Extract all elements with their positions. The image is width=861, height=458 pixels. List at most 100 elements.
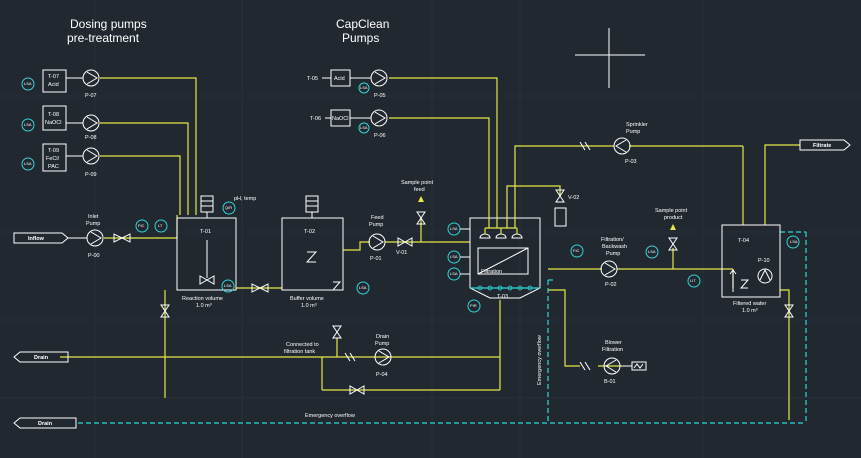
instrument-fic-inflow: FIC <box>135 219 149 233</box>
tank-t08-id: T-08 <box>48 112 59 118</box>
valve-t04-drain-icon <box>784 304 794 318</box>
dosing-header-line1: Dosing pumps <box>70 17 147 31</box>
tank-t09: T-09 FeCl/ PAC <box>42 143 67 172</box>
pump-p10: P-10 <box>757 258 773 284</box>
instrument-tag: QIR <box>225 205 232 210</box>
overflow-lines <box>78 231 807 424</box>
pump-p00-name2: Pump <box>86 221 100 227</box>
tank-t09-name1: FeCl/ <box>46 156 60 162</box>
instrument-tag: LSA <box>450 254 458 259</box>
filtrate-arrow: Filtrate <box>799 139 851 151</box>
instrument-tag: LT <box>158 223 163 228</box>
tank-t02-vol1: Buffer volume <box>290 296 324 302</box>
pump-p02-name2: Backwash <box>602 244 627 250</box>
level-switch-t02-icon <box>305 195 319 218</box>
pump-p01-label: P-01 <box>370 256 382 262</box>
valve-v01-icon: V-01 <box>396 237 413 256</box>
connected-line1: Connected to <box>286 342 319 348</box>
blower-b01-name1: Blower <box>605 340 622 346</box>
instrument-tag: PIR <box>470 303 477 308</box>
check-valve-sprinkler-icon <box>579 141 591 151</box>
tank-t08: T-08 NaOCl <box>42 105 67 131</box>
pump-p03-label: P-03 <box>625 159 637 165</box>
instrument-tag: LSA <box>450 271 458 276</box>
pump-p07: P-07 <box>82 69 100 99</box>
pump-p02-name1: Filtration/ <box>601 237 624 243</box>
pump-p01-name1: Feed <box>371 215 384 221</box>
tank-t02-id: T-02 <box>304 229 315 235</box>
pump-p04: Drain Pump P-04 <box>374 334 392 378</box>
instrument-lsa-t02: LSA <box>356 281 370 295</box>
instrument-tag: LSA <box>224 283 232 288</box>
tank-t06-id: T-06 <box>310 116 321 122</box>
instrument-lsa-t03-a: LSA <box>447 222 461 236</box>
tank-t06-name: NaOCl <box>332 116 349 122</box>
pump-p09: P-09 <box>82 147 100 178</box>
valve-v02-label: V-02 <box>568 195 579 201</box>
connected-line2: filtration tank <box>284 349 315 355</box>
tank-t05: Acid <box>330 69 351 87</box>
capclean-header-line1: CapClean <box>336 17 389 31</box>
tank-t04-id: T-04 <box>738 238 749 244</box>
pump-p04-label: P-04 <box>376 372 388 378</box>
pump-p01: Feed Pump P-01 <box>368 215 386 262</box>
instrument-lsa-t01: LSA <box>221 279 235 293</box>
instrument-qir-t01: QIR <box>222 201 236 215</box>
pump-p05-label: P-05 <box>374 93 386 99</box>
instrument-lsa-t08: LSA <box>21 118 35 132</box>
valve-p04-lower-icon <box>349 385 365 395</box>
inflow-label: Inflow <box>28 236 45 242</box>
tank-t07: T-07 Acid <box>42 69 67 93</box>
inflow-arrow: Inflow <box>13 232 69 244</box>
pump-p10-label: P-10 <box>758 258 770 264</box>
tank-t09-name2: PAC <box>48 164 59 170</box>
mixer-motor-t01-icon <box>200 195 214 218</box>
instrument-tag: LSA <box>359 285 367 290</box>
tank-t07-id: T-07 <box>48 74 59 80</box>
pump-p08: P-08 <box>82 114 100 141</box>
drain-label-lower: Drain <box>38 421 53 427</box>
sample-feed-line1: Sample point <box>401 180 434 186</box>
pump-p00-name1: Inlet <box>88 214 99 220</box>
pump-p08-label: P-08 <box>85 135 97 141</box>
sample-point-product: Sample point product <box>655 208 688 251</box>
instrument-lit-t04: LSA <box>786 235 800 249</box>
tank-t01: T-01 Reaction volume 1.0 m³ <box>176 217 237 309</box>
sample-product-line2: product <box>664 215 683 221</box>
valve-t01-drain-icon <box>160 304 170 318</box>
valve-inflow-icon <box>113 233 131 243</box>
pump-p03-name2: Pump <box>626 129 640 135</box>
ph-temp-label: pH, temp <box>234 196 256 202</box>
connected-note: Connected to filtration tank <box>284 342 319 355</box>
tank-t02: T-02 Buffer volume 1.0 m³ <box>281 217 344 309</box>
instrument-tag: LSA <box>790 239 798 244</box>
pump-p06-label: P-06 <box>374 133 386 139</box>
instrument-fic-p02: LSA <box>645 245 659 259</box>
drain-arrow-upper: Drain <box>13 351 69 363</box>
tank-t09-id: T-09 <box>48 148 59 154</box>
sprinkler-heads-icon <box>479 212 523 239</box>
tank-t03: Filtration T-03 <box>469 217 541 300</box>
instrument-tag: LSA <box>450 226 458 231</box>
instrument-tag: LSA <box>648 249 656 254</box>
instrument-tag: FIC <box>573 248 580 253</box>
pump-p00: Inlet Pump P-00 <box>86 214 104 259</box>
air-filter-icon <box>622 361 647 371</box>
pump-p04-name1: Drain <box>376 334 389 340</box>
pump-p05: P-05 <box>370 69 388 99</box>
instrument-tag: FIC <box>138 223 145 228</box>
pump-p04-name2: Pump <box>375 341 389 347</box>
pump-p06: P-06 <box>370 109 388 139</box>
dosing-header-line2: pre-treatment <box>67 31 140 45</box>
filtrate-label: Filtrate <box>813 143 831 149</box>
tank-t07-name: Acid <box>48 82 59 88</box>
pump-p07-label: P-07 <box>85 93 97 99</box>
tank-t05-name: Acid <box>334 76 345 82</box>
drain-label-upper: Drain <box>34 355 49 361</box>
emergency-overflow-horizontal: Emergency overflow <box>305 413 355 419</box>
instrument-pir-p02: FIC <box>570 244 584 258</box>
capclean-header-line2: Pumps <box>342 31 379 45</box>
tank-t05-id: T-05 <box>307 76 318 82</box>
